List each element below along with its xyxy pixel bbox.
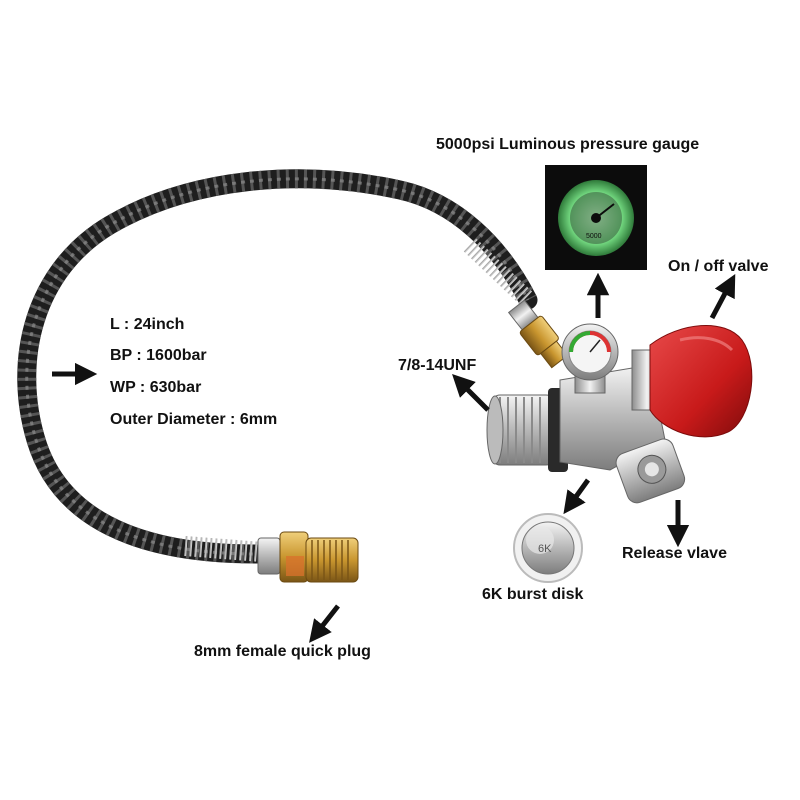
thread-arrow [452,374,490,412]
burst-disk-label: 6K burst disk [482,586,584,603]
hose-brass-fitting [507,299,569,369]
disk-mark-text: 6K [538,543,552,555]
valve-arrow [709,274,736,320]
valve-body [486,364,686,504]
on-off-valve-knob [631,324,753,438]
hose-spring-top [463,238,535,307]
female-quick-plug [257,531,359,583]
gauge-label: 5000psi Luminous pressure gauge [436,136,700,153]
spec-working-pressure: WP : 630bar [110,379,202,396]
spec-burst-pressure: BP : 1600bar [110,347,207,364]
valve-label: On / off valve [668,258,769,275]
spec-length: L : 24inch [110,316,185,333]
burst-disk-arrow [563,478,591,515]
burst-disk-inset: 6K [513,513,583,583]
gauge-inset: 5000 [545,165,647,270]
release-label: Release vlave [622,545,727,562]
hose [17,169,538,564]
spec-outer-diameter: Outer Diameter : 6mm [110,411,278,428]
quick-plug-label: 8mm female quick plug [194,643,371,660]
quick-plug-arrow [309,604,340,643]
gauge-face-text: 5000 [586,233,602,240]
thread-label: 7/8-14UNF [398,357,477,374]
pressure-gauge [561,323,619,394]
